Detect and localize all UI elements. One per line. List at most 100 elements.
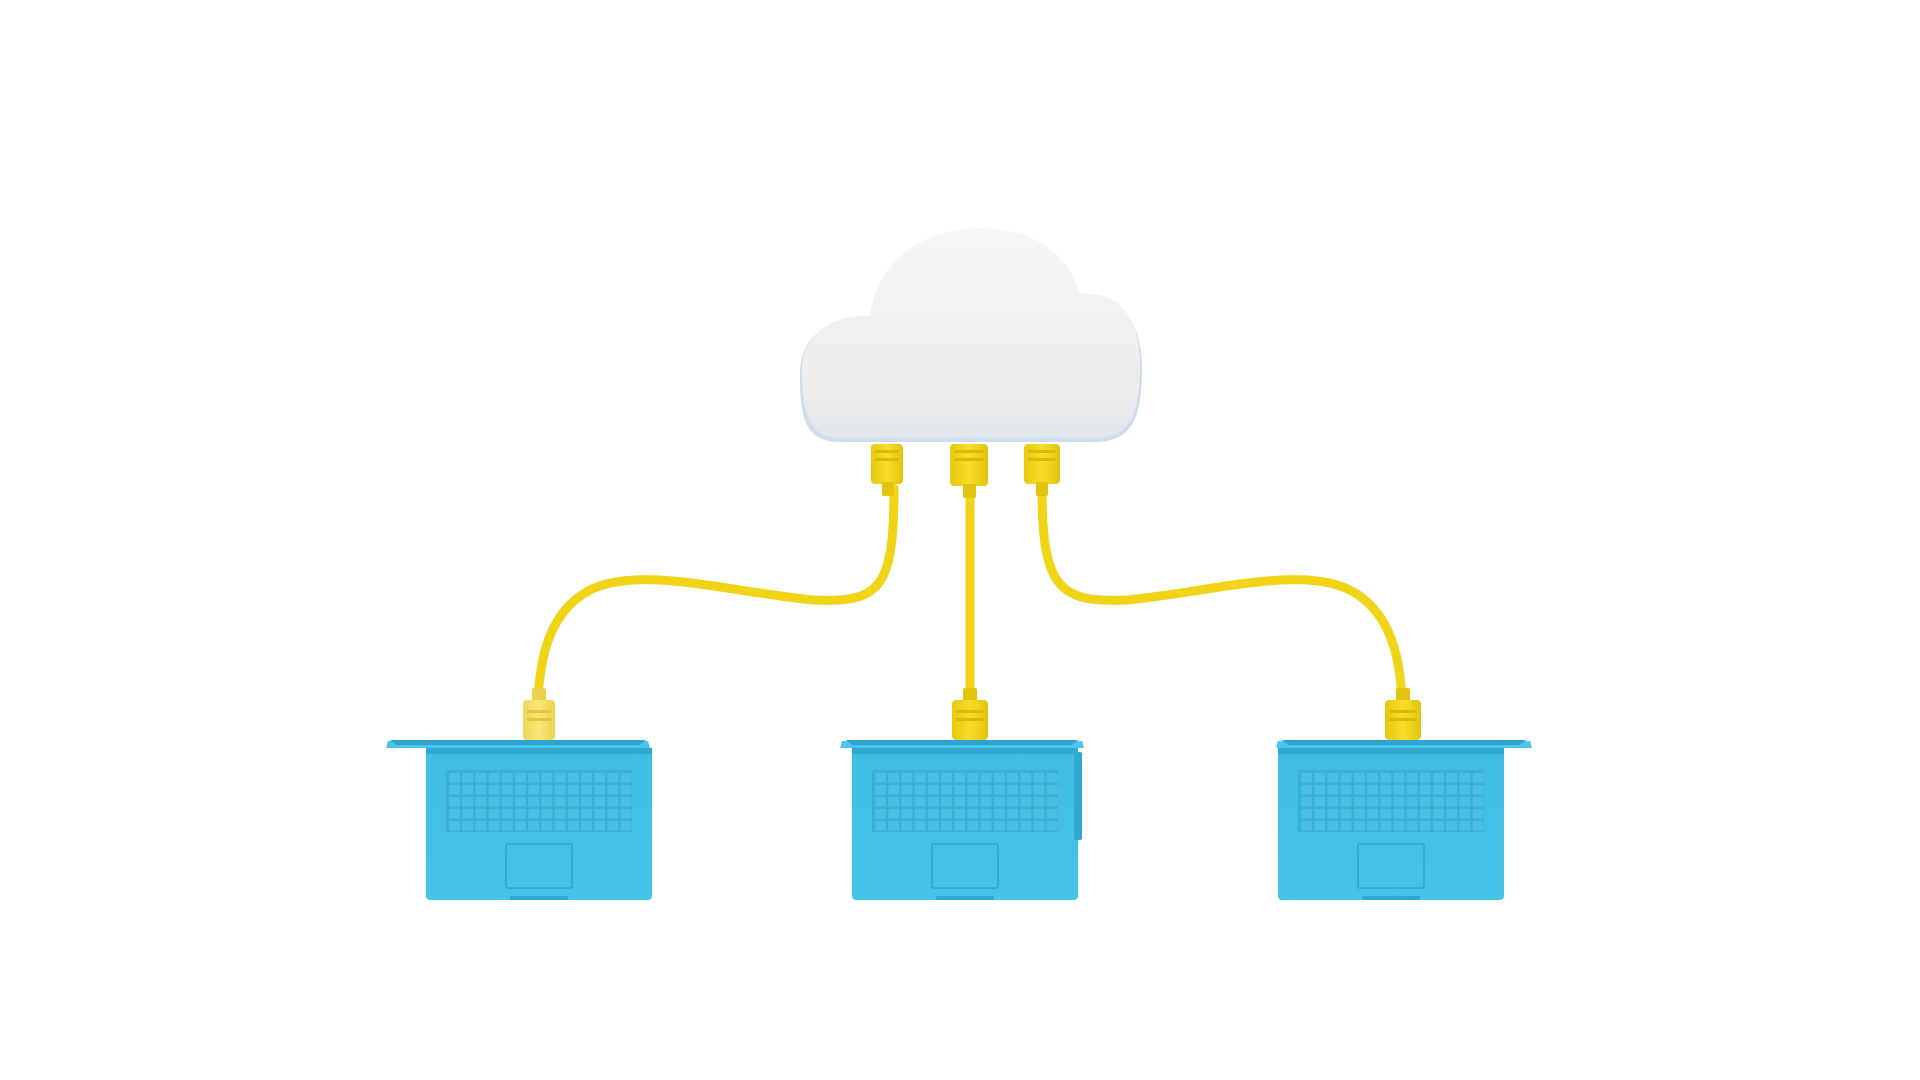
keyboard-key [1393, 773, 1405, 783]
keyboard-key [941, 797, 952, 807]
keyboard-key [567, 809, 579, 819]
keyboard-key [1433, 809, 1444, 819]
keyboard-key [528, 773, 540, 783]
keyboard-key [567, 821, 579, 831]
keyboard-key [515, 821, 526, 831]
keyboard-key [541, 821, 553, 831]
keyboard-key [954, 797, 966, 807]
keyboard-key [1459, 821, 1471, 831]
keyboard-key [1033, 797, 1045, 807]
keyboard-key [1314, 821, 1326, 831]
keyboard-key [1433, 785, 1444, 795]
keyboard-key [1327, 809, 1339, 819]
keyboard-key [1020, 773, 1032, 783]
keyboard-key [475, 785, 487, 795]
keyboard-key [1446, 785, 1458, 795]
keyboard-key [1406, 809, 1418, 819]
keyboard-key [967, 797, 979, 807]
keyboard-key [1367, 773, 1378, 783]
keyboard-key [528, 797, 540, 807]
keyboard-key [1367, 785, 1378, 795]
keyboard-key [993, 773, 1005, 783]
keyboard-key [954, 785, 966, 795]
keyboard-key [1046, 785, 1058, 795]
keyboard-key [541, 797, 553, 807]
keyboard-key [875, 773, 886, 783]
cables [533, 483, 1407, 705]
keyboard-key [1353, 821, 1365, 831]
keyboard-key [967, 809, 979, 819]
keyboard-key [1406, 797, 1418, 807]
keyboard-key [1007, 809, 1018, 819]
keyboard-key [1380, 773, 1392, 783]
keyboard-key [941, 809, 952, 819]
keyboard-key [1446, 773, 1458, 783]
keyboard-key [1419, 797, 1431, 807]
keyboard-key [1314, 773, 1326, 783]
keyboard-key [554, 797, 566, 807]
keyboard-key [449, 821, 460, 831]
keyboard-key [607, 809, 619, 819]
keyboard-key [475, 797, 487, 807]
keyboard-key [1007, 797, 1018, 807]
keyboard-key [954, 773, 966, 783]
keyboard-key [1340, 809, 1352, 819]
keyboard-key [462, 821, 474, 831]
keyboard-key [488, 785, 500, 795]
keyboard-key [462, 809, 474, 819]
keyboard-key [941, 785, 952, 795]
keyboard-key [528, 785, 540, 795]
keyboard-key [462, 773, 474, 783]
keyboard-key [1301, 821, 1312, 831]
keyboard-key [554, 785, 566, 795]
keyboard-key [1033, 809, 1045, 819]
keyboard-key [1046, 773, 1058, 783]
keyboard-key [594, 821, 606, 831]
keyboard-key [1020, 821, 1032, 831]
cable-left [533, 483, 899, 705]
keyboard-key [594, 773, 606, 783]
keyboard-key [515, 809, 526, 819]
keyboard-key [488, 797, 500, 807]
keyboard-key [515, 797, 526, 807]
keyboard-key [1340, 785, 1352, 795]
keyboard-key [488, 809, 500, 819]
keyboard-key [475, 773, 487, 783]
keyboard-key [1472, 821, 1484, 831]
keyboard-key [901, 773, 913, 783]
keyboard-key [449, 809, 460, 819]
keyboard-key [594, 809, 606, 819]
keyboard-key [1301, 785, 1312, 795]
keyboard-key [888, 797, 900, 807]
connector-laptop-right [1385, 688, 1421, 740]
keyboard-key [449, 785, 460, 795]
keyboard-key [528, 821, 540, 831]
keyboard-key [980, 821, 992, 831]
keyboard-key [1046, 797, 1058, 807]
keyboard-key [620, 821, 632, 831]
keyboard-key [1020, 785, 1032, 795]
keyboard-key [1367, 797, 1378, 807]
connector-laptop-left [523, 688, 555, 740]
keyboard-key [980, 773, 992, 783]
keyboard-key [581, 785, 592, 795]
keyboard-key [1353, 773, 1365, 783]
keyboard-key [1353, 797, 1365, 807]
keyboard-key [1433, 773, 1444, 783]
keyboard-key [1007, 773, 1018, 783]
keyboard-key [1472, 809, 1484, 819]
keyboard-key [1380, 809, 1392, 819]
keyboard-key [1419, 785, 1431, 795]
keyboard-key [1406, 773, 1418, 783]
connector-cloud-center [950, 444, 988, 498]
keyboard-key [607, 785, 619, 795]
keyboard-key [875, 797, 886, 807]
keyboard-key [1353, 785, 1365, 795]
keyboard-key [1459, 785, 1471, 795]
keyboard-key [449, 773, 460, 783]
keyboard-key [927, 785, 939, 795]
keyboard-key [1459, 809, 1471, 819]
keyboard-key [581, 797, 592, 807]
keyboard-key [462, 797, 474, 807]
